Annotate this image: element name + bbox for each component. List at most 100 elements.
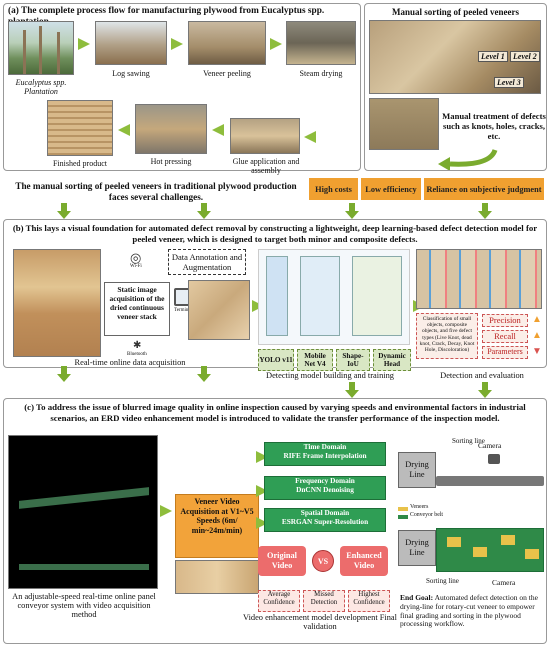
- arch-layer: [266, 256, 288, 336]
- model-caption: Detecting model building and training: [266, 371, 394, 380]
- end-goal-label: End Goal:: [400, 593, 434, 602]
- veneer-video-text: Veneer Video Acquisition at V1~V5 Speeds…: [180, 497, 254, 535]
- vs-badge: VS: [312, 550, 334, 572]
- arch-layer: [300, 256, 340, 336]
- down-arrow-icon: ▼: [532, 346, 542, 357]
- manual-sorting-photo: Level 1 Level 2 Level 3: [369, 20, 541, 94]
- down-arrow: [197, 366, 211, 382]
- metric-parameters: Parameters: [482, 346, 528, 359]
- high-costs-tag: High costs: [309, 178, 358, 200]
- section-c-panel: [3, 398, 547, 644]
- conveyor-bottom: [436, 528, 544, 572]
- down-arrow: [478, 203, 492, 219]
- veneer-legend-label: Veneers: [410, 504, 429, 510]
- up-arrow-icon: ▲: [532, 330, 542, 341]
- challenge-text: The manual sorting of peeled veneers in …: [15, 181, 297, 202]
- metric-recall: Recall: [482, 330, 528, 343]
- glue-application-photo: [230, 118, 300, 154]
- steam-drying-photo: [286, 21, 356, 65]
- result-missed-detection: Missed Detection: [303, 590, 345, 612]
- drying-line-box-top: Drying Line: [398, 452, 436, 488]
- veneer-stack-photo: [13, 249, 101, 357]
- time-domain-method: RIFE Frame Interpolation: [283, 450, 367, 460]
- enhancement-caption: Video enhancement model development Fina…: [243, 613, 397, 631]
- flow-arrow: [118, 124, 130, 136]
- down-arrow: [57, 203, 71, 219]
- low-efficiency-tag: Low efficiency: [361, 178, 421, 200]
- terminal-label: Terminal: [174, 308, 192, 313]
- flow-arrow: [304, 131, 316, 143]
- up-arrow-icon: ▲: [532, 314, 542, 325]
- camera-icon: [488, 454, 500, 464]
- conveyor-system-photo: [8, 435, 158, 589]
- finished-product-caption: Finished product: [53, 159, 107, 168]
- sorting-line-label-bottom: Sorting line: [426, 577, 459, 585]
- conveyor-caption: An adjustable-speed real-time online pan…: [12, 592, 156, 619]
- bluetooth-label: Bluetooth: [127, 352, 147, 357]
- hot-pressing-caption: Hot pressing: [150, 157, 192, 166]
- classification-text: Classification of small objects, composi…: [416, 313, 478, 359]
- flow-arrow: [212, 124, 224, 136]
- finished-product-photo: [47, 100, 113, 156]
- manual-treatment-photo: [369, 98, 439, 150]
- acquisition-caption: Real-time online data acquisition: [74, 358, 186, 367]
- detection-caption: Detection and evaluation: [440, 371, 524, 380]
- plantation-caption: Eucalyptus spp. Plantation: [15, 78, 67, 96]
- drying-line-box-bottom: Drying Line: [398, 530, 436, 566]
- end-goal-body: Automated defect detection on the drying…: [400, 593, 538, 629]
- data-annotation-box: Data Annotation and Augmentation: [168, 249, 246, 275]
- log-sawing-photo: [95, 21, 167, 65]
- conveyor-legend-label: Conveyor belt: [410, 512, 444, 518]
- detection-results-photo: [416, 249, 542, 309]
- frequency-domain-name: Frequency Domain: [295, 476, 355, 485]
- flow-arrow: [160, 505, 172, 517]
- section-b-title: (b) This lays a visual foundation for au…: [12, 223, 538, 244]
- curved-arrow: [438, 148, 498, 170]
- spatial-domain-method: ESRGAN Super-Resolution: [281, 516, 369, 526]
- manual-sorting-panel: [364, 3, 547, 171]
- end-goal-text: End Goal: Automated defect detection on …: [400, 593, 544, 629]
- frequency-domain-method: DnCNN Denoising: [296, 484, 354, 494]
- section-a-panel: [3, 3, 361, 171]
- wifi-icon: ◎: [130, 250, 142, 265]
- manual-sorting-title: Manual sorting of peeled veneers: [392, 7, 519, 17]
- module-mobilenet: Mobile Net V4: [297, 349, 333, 371]
- original-video-box: Original Video: [258, 546, 306, 576]
- conveyor-top: [436, 476, 544, 486]
- module-shape-iou: Shape-IoU: [336, 349, 370, 371]
- conveyor-legend-swatch: [398, 515, 408, 519]
- static-image-text: Static image acquisition of the dried co…: [104, 282, 170, 336]
- veneer-video-photo: [175, 560, 259, 594]
- level-3-label: Level 3: [494, 77, 524, 88]
- section-c-title: (c) To address the issue of blurred imag…: [24, 402, 526, 423]
- flow-arrow: [78, 38, 90, 50]
- bluetooth-icon: ✱: [133, 340, 142, 351]
- result-average-confidence: Average Confidence: [258, 590, 300, 612]
- manual-treatment-text: Manual treatment of defects such as knot…: [442, 111, 546, 141]
- flow-arrow: [270, 38, 282, 50]
- sorting-line-label-top: Sorting line: [452, 437, 485, 445]
- down-arrow: [57, 366, 71, 382]
- result-highest-confidence: Highest Confidence: [348, 590, 390, 612]
- camera-label-top: Camera: [478, 441, 502, 450]
- camera-label-bottom: Camera: [492, 578, 516, 587]
- annotated-veneer-photo: [188, 280, 250, 340]
- subjective-judgment-tag: Reliance on subjective judgment: [424, 178, 544, 200]
- down-arrow: [345, 382, 359, 398]
- plantation-photo: [8, 21, 74, 75]
- metric-precision: Precision: [482, 314, 528, 327]
- spatial-domain-name: Spatial Domain: [300, 508, 350, 517]
- module-yolo: YOLO v11: [258, 349, 294, 371]
- enhanced-video-box: Enhanced Video: [340, 546, 388, 576]
- level-1-label: Level 1: [478, 51, 508, 62]
- wifi-label: Wi-Fi: [130, 264, 142, 269]
- steam-drying-caption: Steam drying: [299, 69, 343, 78]
- level-2-label: Level 2: [510, 51, 540, 62]
- veneer-legend-swatch: [398, 507, 408, 511]
- down-arrow: [197, 203, 211, 219]
- log-sawing-caption: Log sawing: [112, 69, 150, 78]
- flow-arrow: [171, 38, 183, 50]
